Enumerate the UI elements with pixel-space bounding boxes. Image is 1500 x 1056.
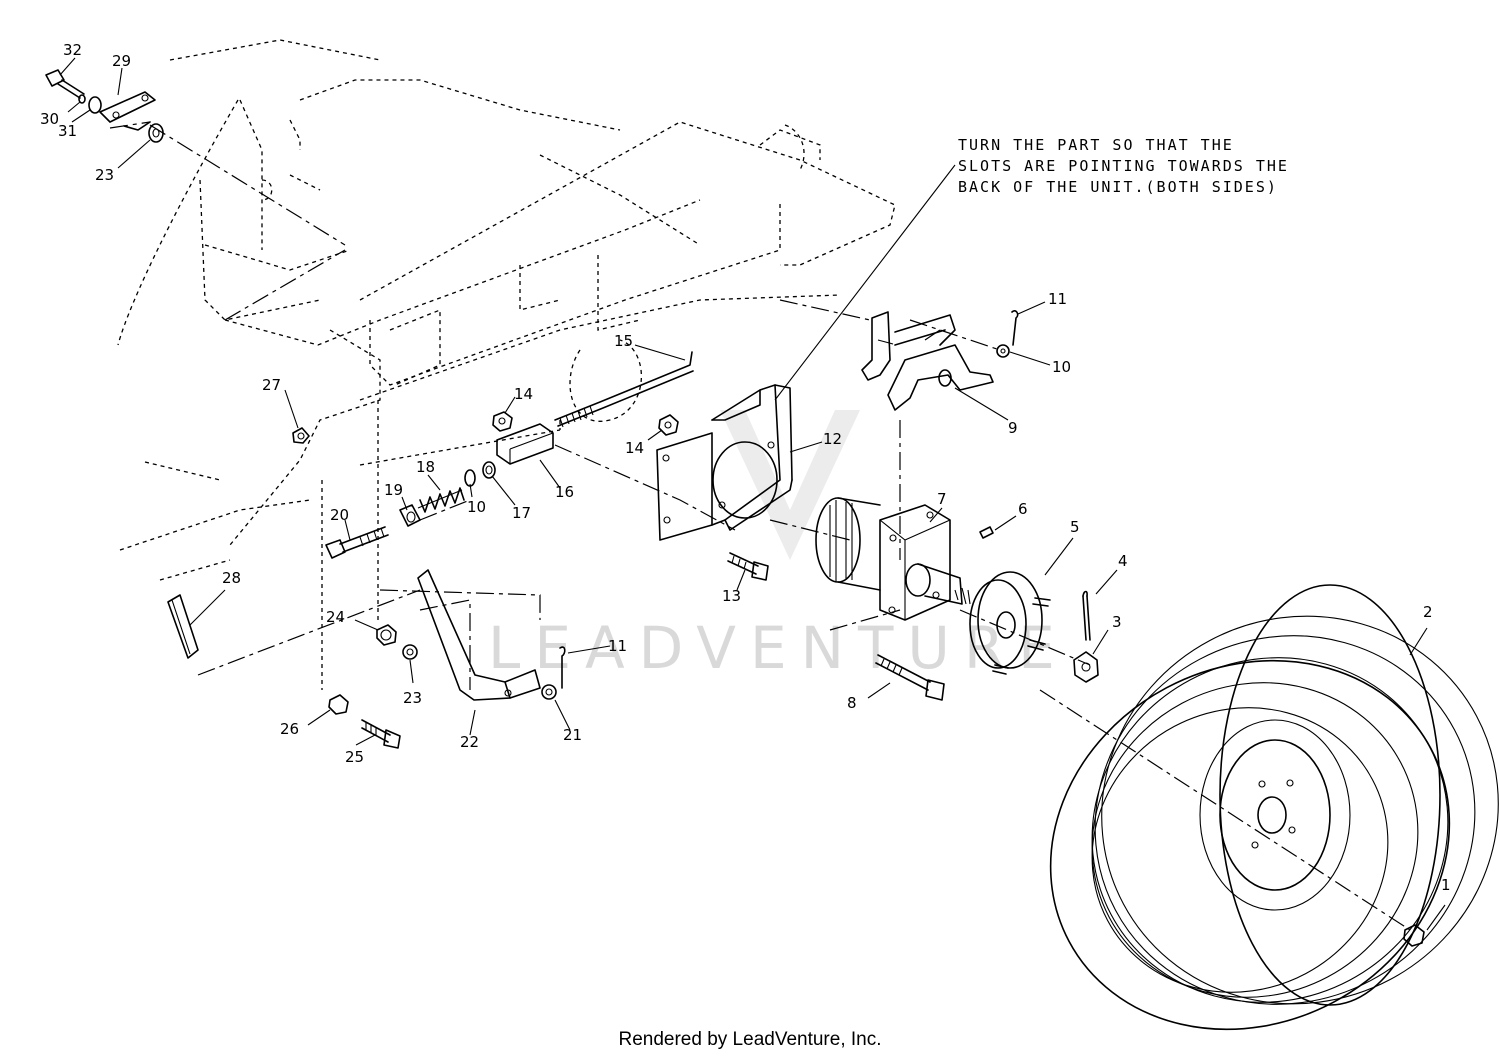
callout-leaders — [59, 57, 1446, 931]
callout-10-lower: 10 — [467, 498, 486, 516]
part-32-bolt — [45, 69, 85, 99]
part-15-control-rod — [554, 351, 694, 428]
callout-29: 29 — [112, 52, 131, 70]
part-14-nut-lower — [658, 414, 679, 436]
part-11-cotter-pin-lower — [559, 646, 566, 689]
watermark-text: LEADVENTURE — [488, 614, 1069, 682]
part-23-bushing-lower — [402, 644, 418, 660]
part-22-pedal-arm — [417, 569, 541, 701]
part-19-rod-end — [399, 504, 421, 527]
part-13-bolt — [727, 552, 769, 581]
callout-9: 9 — [1008, 419, 1018, 437]
callout-23-lower: 23 — [403, 689, 422, 707]
callout-3: 3 — [1112, 613, 1122, 631]
callout-17: 17 — [512, 504, 531, 522]
note-line-3: BACK OF THE UNIT.(BOTH SIDES) — [958, 178, 1278, 196]
part-21-washer — [541, 684, 557, 700]
note-leader — [774, 164, 956, 401]
part-17-nut — [482, 461, 496, 479]
callout-19: 19 — [384, 481, 403, 499]
note-line-2: SLOTS ARE POINTING TOWARDS THE — [958, 157, 1289, 175]
callout-28: 28 — [222, 569, 241, 587]
footer-credit: Rendered by LeadVenture, Inc. — [618, 1029, 881, 1050]
part-7-wheel-motor — [815, 497, 971, 621]
callout-2: 2 — [1423, 603, 1433, 621]
note-line-1: TURN THE PART SO THAT THE — [958, 136, 1234, 154]
callout-16: 16 — [555, 483, 574, 501]
part-30-washer — [78, 94, 86, 104]
part-14-nut-upper — [492, 411, 513, 432]
callout-24: 24 — [326, 608, 345, 626]
callout-1: 1 — [1441, 876, 1451, 894]
part-5-wheel-hub — [969, 571, 1051, 675]
callout-26: 26 — [280, 720, 299, 738]
part-18-spring — [417, 487, 465, 513]
callout-6: 6 — [1018, 500, 1028, 518]
callout-20: 20 — [330, 506, 349, 524]
callout-4: 4 — [1118, 552, 1128, 570]
part-16-adjuster-block — [496, 423, 554, 465]
part-4-cotter-pin — [1082, 590, 1091, 641]
callout-18: 18 — [416, 458, 435, 476]
part-10-washer-upper — [996, 344, 1010, 358]
callout-31: 31 — [58, 122, 77, 140]
part-8-bolt — [875, 654, 945, 701]
callout-32: 32 — [63, 41, 82, 59]
part-9-cam-bracket — [861, 311, 994, 411]
part-31-washer — [88, 96, 102, 114]
part-25-bolt — [361, 719, 401, 749]
callout-23-upper: 23 — [95, 166, 114, 184]
callout-21: 21 — [563, 726, 582, 744]
callout-14-upper: 14 — [514, 385, 533, 403]
callout-12: 12 — [823, 430, 842, 448]
part-6-key — [979, 526, 994, 539]
callout-22: 22 — [460, 733, 479, 751]
part-11-cotter-pin-upper — [1011, 310, 1019, 346]
part-23-bushing-upper — [148, 123, 164, 143]
callout-11-lower: 11 — [608, 637, 627, 655]
part-24-nut — [376, 624, 397, 646]
callout-numbers: 1 2 3 4 5 6 7 8 9 10 10 11 11 12 13 14 1… — [40, 41, 1451, 894]
callout-8: 8 — [847, 694, 857, 712]
callout-25: 25 — [345, 748, 364, 766]
assembly-lines — [109, 121, 1411, 931]
part-10-washer-lower — [464, 469, 476, 487]
assembly-note: TURN THE PART SO THAT THE SLOTS ARE POIN… — [958, 136, 1289, 196]
part-12-motor-bracket — [656, 384, 793, 541]
part-27-nut — [292, 427, 310, 444]
callout-30: 30 — [40, 110, 59, 128]
part-1-lug-nut — [1403, 924, 1425, 947]
part-20-bolt — [325, 526, 389, 559]
part-29-plate — [99, 91, 156, 131]
callout-10-upper: 10 — [1052, 358, 1071, 376]
callout-7: 7 — [937, 490, 947, 508]
tractor-frame — [117, 39, 896, 690]
callout-27: 27 — [262, 376, 281, 394]
watermark-logo: LEADVENTURE — [488, 410, 1069, 682]
part-28-pedal-pad — [167, 594, 199, 659]
part-26-nut — [328, 694, 349, 715]
part-2-tire — [1049, 584, 1499, 1031]
callout-11-upper: 11 — [1048, 290, 1067, 308]
callout-13: 13 — [722, 587, 741, 605]
callout-14-lower: 14 — [625, 439, 644, 457]
callout-5: 5 — [1070, 518, 1080, 536]
part-3-castle-nut — [1073, 651, 1099, 683]
callout-15: 15 — [614, 332, 633, 350]
